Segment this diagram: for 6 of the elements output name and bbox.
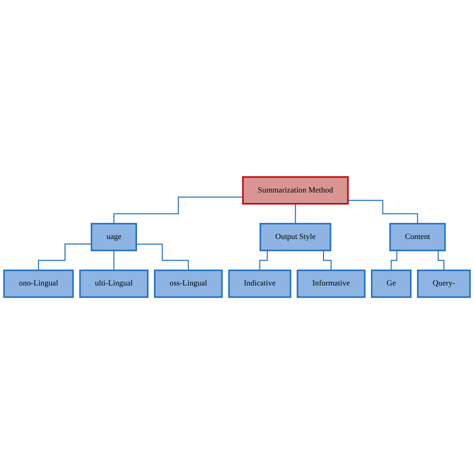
connector: [294, 203, 296, 224]
connector: [38, 243, 92, 271]
connector: [347, 200, 418, 224]
connector: [113, 196, 244, 224]
connector: [136, 244, 189, 271]
connector: [113, 250, 114, 271]
